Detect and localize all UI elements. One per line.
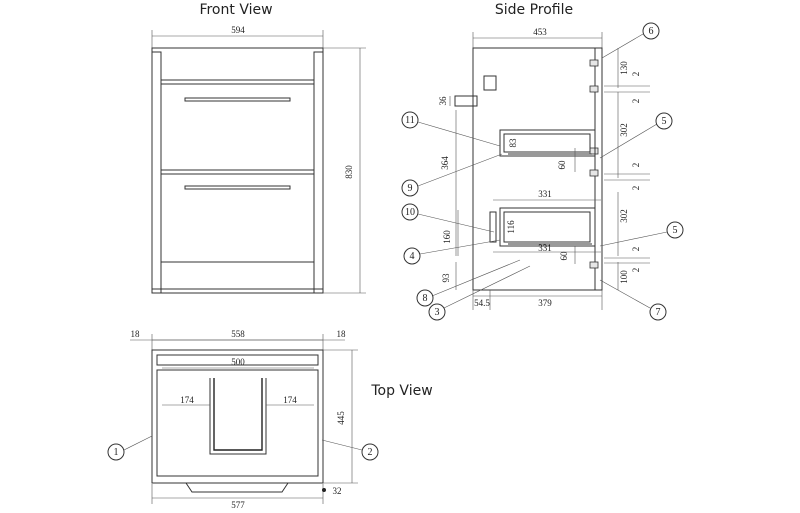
dim-302-lower: 302 <box>619 209 629 223</box>
front-view-title: Front View <box>199 2 272 18</box>
callout-4: 4 <box>403 239 501 265</box>
dim-130: 130 <box>619 61 629 75</box>
dim-60-lower: 60 <box>559 251 569 261</box>
callout-1: 1 <box>107 435 153 461</box>
front-width-dim: 594 <box>231 25 245 35</box>
dim-174-right: 174 <box>283 395 297 405</box>
svg-text:9: 9 <box>408 183 413 194</box>
dim-93: 93 <box>441 273 451 283</box>
top-view: 18 558 18 500 174 174 445 577 32 <box>130 329 358 510</box>
dim-18-right: 18 <box>337 329 347 339</box>
callout-5-upper: 5 <box>599 112 673 159</box>
dim-331-upper: 331 <box>538 189 552 199</box>
dim-302-upper: 302 <box>619 123 629 137</box>
dim-83: 83 <box>508 138 518 148</box>
callout-7: 7 <box>599 279 667 321</box>
dim-36: 36 <box>438 96 448 106</box>
dim-2-c: 2 <box>631 163 641 168</box>
dim-379: 379 <box>538 298 552 308</box>
dim-331-lower: 331 <box>538 243 552 253</box>
svg-text:11: 11 <box>405 115 415 126</box>
callout-3: 3 <box>428 265 531 321</box>
top-view-title: Top View <box>370 383 432 399</box>
callout-6: 6 <box>601 22 660 59</box>
callout-2: 2 <box>321 439 379 461</box>
dim-2-e: 2 <box>631 247 641 252</box>
callout-10: 10 <box>401 203 495 233</box>
side-profile-title: Side Profile <box>495 2 573 18</box>
dim-54-5: 54.5 <box>474 298 490 308</box>
svg-text:10: 10 <box>405 207 415 218</box>
dim-32: 32 <box>333 486 342 496</box>
svg-text:8: 8 <box>423 293 428 304</box>
callout-9: 9 <box>401 153 503 197</box>
dim-445: 445 <box>336 411 346 425</box>
dim-100: 100 <box>619 270 629 284</box>
callout-5-lower: 5 <box>599 221 684 247</box>
dim-577: 577 <box>231 500 245 510</box>
front-height-dim: 830 <box>344 165 354 179</box>
svg-text:4: 4 <box>410 251 415 262</box>
svg-text:7: 7 <box>656 307 661 318</box>
dim-558: 558 <box>231 329 245 339</box>
dim-60-upper: 60 <box>557 160 567 170</box>
svg-text:5: 5 <box>662 116 667 127</box>
callout-11: 11 <box>401 111 501 147</box>
dim-2-f: 2 <box>631 268 641 273</box>
dim-2-b: 2 <box>631 99 641 104</box>
dim-500: 500 <box>231 357 245 367</box>
svg-text:2: 2 <box>368 447 373 458</box>
svg-text:5: 5 <box>673 225 678 236</box>
callout-8: 8 <box>416 259 521 307</box>
svg-text:1: 1 <box>114 447 119 458</box>
dim-2-d: 2 <box>631 186 641 191</box>
side-depth-dim: 453 <box>533 27 547 37</box>
side-profile: 453 36 83 60 364 331 116 <box>438 27 650 310</box>
dim-160: 160 <box>442 230 452 244</box>
svg-text:3: 3 <box>435 307 440 318</box>
dim-116: 116 <box>506 220 516 234</box>
dim-174-left: 174 <box>180 395 194 405</box>
dim-18-left: 18 <box>131 329 141 339</box>
callouts: 1 2 3 4 5 5 6 <box>107 22 684 461</box>
dim-364: 364 <box>440 156 450 170</box>
svg-text:6: 6 <box>649 26 654 37</box>
dim-2-a: 2 <box>631 72 641 77</box>
front-view: 594 830 <box>151 25 366 294</box>
